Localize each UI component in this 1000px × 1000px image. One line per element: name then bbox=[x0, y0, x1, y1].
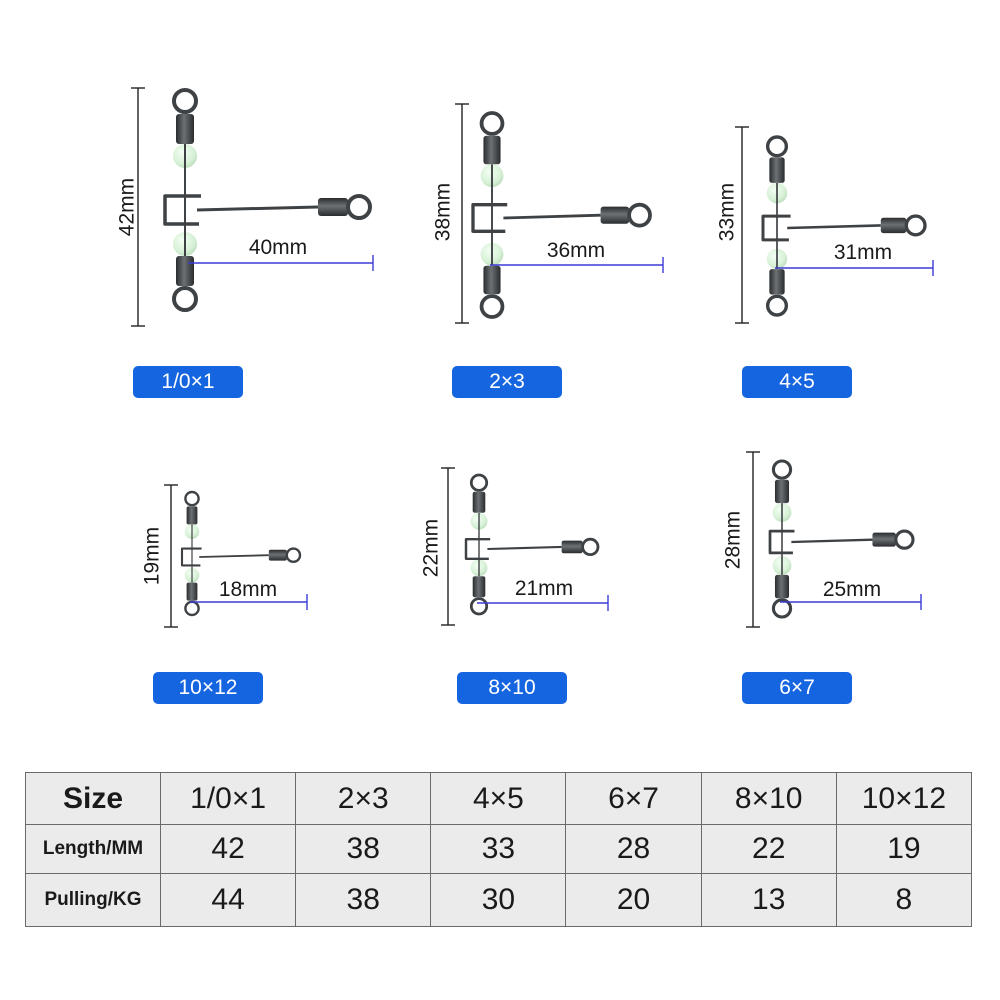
barrel-icon bbox=[600, 206, 630, 224]
cross-arm-icon bbox=[487, 545, 562, 551]
eye-ring-icon bbox=[581, 537, 600, 557]
pulling-cell: 13 bbox=[700, 873, 837, 927]
width-label: 36mm bbox=[547, 239, 605, 262]
clip-bracket-icon bbox=[464, 537, 491, 561]
barrel-icon bbox=[176, 256, 194, 286]
eye-ring-icon bbox=[346, 194, 372, 220]
height-label: 33mm bbox=[716, 183, 739, 241]
cross-arm-icon bbox=[196, 205, 319, 212]
size-cell: 1/0×1 bbox=[159, 772, 297, 825]
size-cell: 6×7 bbox=[565, 772, 702, 825]
length-cell: 38 bbox=[295, 824, 432, 874]
size-badge: 1/0×1 bbox=[133, 366, 243, 398]
pulling-cell: 44 bbox=[159, 873, 297, 927]
swivel-3: 33mm 31mm bbox=[716, 126, 934, 324]
size-cell: 4×5 bbox=[430, 772, 567, 825]
eye-ring-icon bbox=[771, 598, 793, 619]
width-label: 21mm bbox=[515, 577, 573, 600]
barrel-icon bbox=[872, 532, 896, 547]
eye-ring-icon bbox=[627, 202, 652, 228]
size-badge: 2×3 bbox=[452, 366, 562, 398]
length-cell: 42 bbox=[159, 824, 297, 874]
barrel-icon bbox=[774, 479, 790, 504]
barrel-icon bbox=[769, 269, 785, 295]
swivel-1: 42mm 40mm bbox=[116, 87, 374, 327]
eye-ring-icon bbox=[184, 600, 200, 617]
eye-ring-icon bbox=[765, 135, 789, 158]
eye-ring-icon bbox=[172, 88, 198, 114]
barrel-icon bbox=[880, 217, 907, 234]
barrel-icon bbox=[483, 265, 501, 295]
eye-ring-icon bbox=[904, 214, 927, 237]
size-spec-table: Size 1/0×1 2×3 4×5 6×7 8×10 10×12 Length… bbox=[25, 772, 973, 927]
clip-bracket-icon bbox=[163, 194, 201, 226]
length-cell: 19 bbox=[835, 824, 973, 874]
table-row-size: Size 1/0×1 2×3 4×5 6×7 8×10 10×12 bbox=[25, 772, 973, 825]
table-row-pulling: Pulling/KG 44 38 30 20 13 8 bbox=[25, 873, 973, 927]
clip-bracket-icon bbox=[180, 547, 202, 567]
height-label: 22mm bbox=[420, 519, 443, 577]
width-label: 18mm bbox=[219, 578, 277, 601]
pulling-cell: 30 bbox=[430, 873, 567, 927]
barrel-icon bbox=[186, 582, 198, 601]
width-label: 40mm bbox=[249, 236, 307, 259]
size-cell: 2×3 bbox=[295, 772, 432, 825]
size-badge: 6×7 bbox=[742, 672, 852, 704]
length-cell: 33 bbox=[430, 824, 567, 874]
eye-ring-icon bbox=[469, 473, 489, 492]
swivel-6: 28mm 25mm bbox=[722, 451, 922, 628]
eye-ring-icon bbox=[285, 547, 302, 564]
table-row-length: Length/MM 42 38 33 28 22 19 bbox=[25, 824, 973, 874]
eye-ring-icon bbox=[172, 286, 198, 312]
barrel-icon bbox=[186, 506, 198, 525]
eye-ring-icon bbox=[894, 529, 915, 550]
width-label: 31mm bbox=[834, 241, 892, 264]
eye-ring-icon bbox=[479, 111, 505, 136]
barrel-icon bbox=[769, 157, 785, 183]
length-cell: 28 bbox=[565, 824, 702, 874]
barrel-icon bbox=[176, 114, 194, 144]
barrel-icon bbox=[472, 491, 486, 513]
height-label: 28mm bbox=[722, 511, 745, 569]
eye-ring-icon bbox=[184, 490, 200, 507]
cross-arm-icon bbox=[503, 213, 601, 220]
barrel-icon bbox=[561, 540, 583, 554]
clip-bracket-icon bbox=[761, 214, 791, 242]
size-header-cell: Size bbox=[25, 772, 161, 825]
size-badge: 10×12 bbox=[153, 672, 263, 704]
swivel-4: 19mm 18mm bbox=[141, 484, 308, 628]
product-illustration: 42mm 40mm 38mm 36mm 33mm 31mm 19mm 18mm 22mm 21mm… bbox=[116, 87, 934, 628]
size-badge: 8×10 bbox=[457, 672, 567, 704]
height-label: 38mm bbox=[432, 183, 455, 241]
cross-arm-icon bbox=[791, 538, 873, 544]
clip-bracket-icon bbox=[768, 529, 795, 555]
eye-ring-icon bbox=[469, 597, 489, 616]
height-label: 42mm bbox=[116, 178, 139, 236]
eye-ring-icon bbox=[765, 294, 789, 317]
eye-ring-icon bbox=[479, 294, 505, 319]
barrel-icon bbox=[472, 576, 486, 598]
swivel-2: 38mm 36mm bbox=[432, 103, 664, 324]
pulling-cell: 8 bbox=[835, 873, 973, 927]
size-badge: 4×5 bbox=[742, 366, 852, 398]
pulling-cell: 20 bbox=[565, 873, 702, 927]
barrel-icon bbox=[318, 198, 348, 216]
clip-bracket-icon bbox=[471, 203, 508, 233]
pulling-header-cell: Pulling/KG bbox=[25, 873, 161, 927]
barrel-icon bbox=[268, 549, 287, 561]
barrel-icon bbox=[774, 574, 790, 599]
width-label: 25mm bbox=[823, 578, 881, 601]
barrel-icon bbox=[483, 135, 501, 165]
swivel-5: 22mm 21mm bbox=[420, 467, 609, 626]
length-cell: 22 bbox=[700, 824, 837, 874]
eye-ring-icon bbox=[771, 459, 793, 480]
pulling-cell: 38 bbox=[295, 873, 432, 927]
height-label: 19mm bbox=[141, 527, 164, 585]
cross-arm-icon bbox=[199, 554, 269, 558]
length-header-cell: Length/MM bbox=[25, 824, 161, 874]
cross-arm-icon bbox=[787, 224, 881, 230]
size-cell: 10×12 bbox=[835, 772, 973, 825]
size-cell: 8×10 bbox=[700, 772, 837, 825]
